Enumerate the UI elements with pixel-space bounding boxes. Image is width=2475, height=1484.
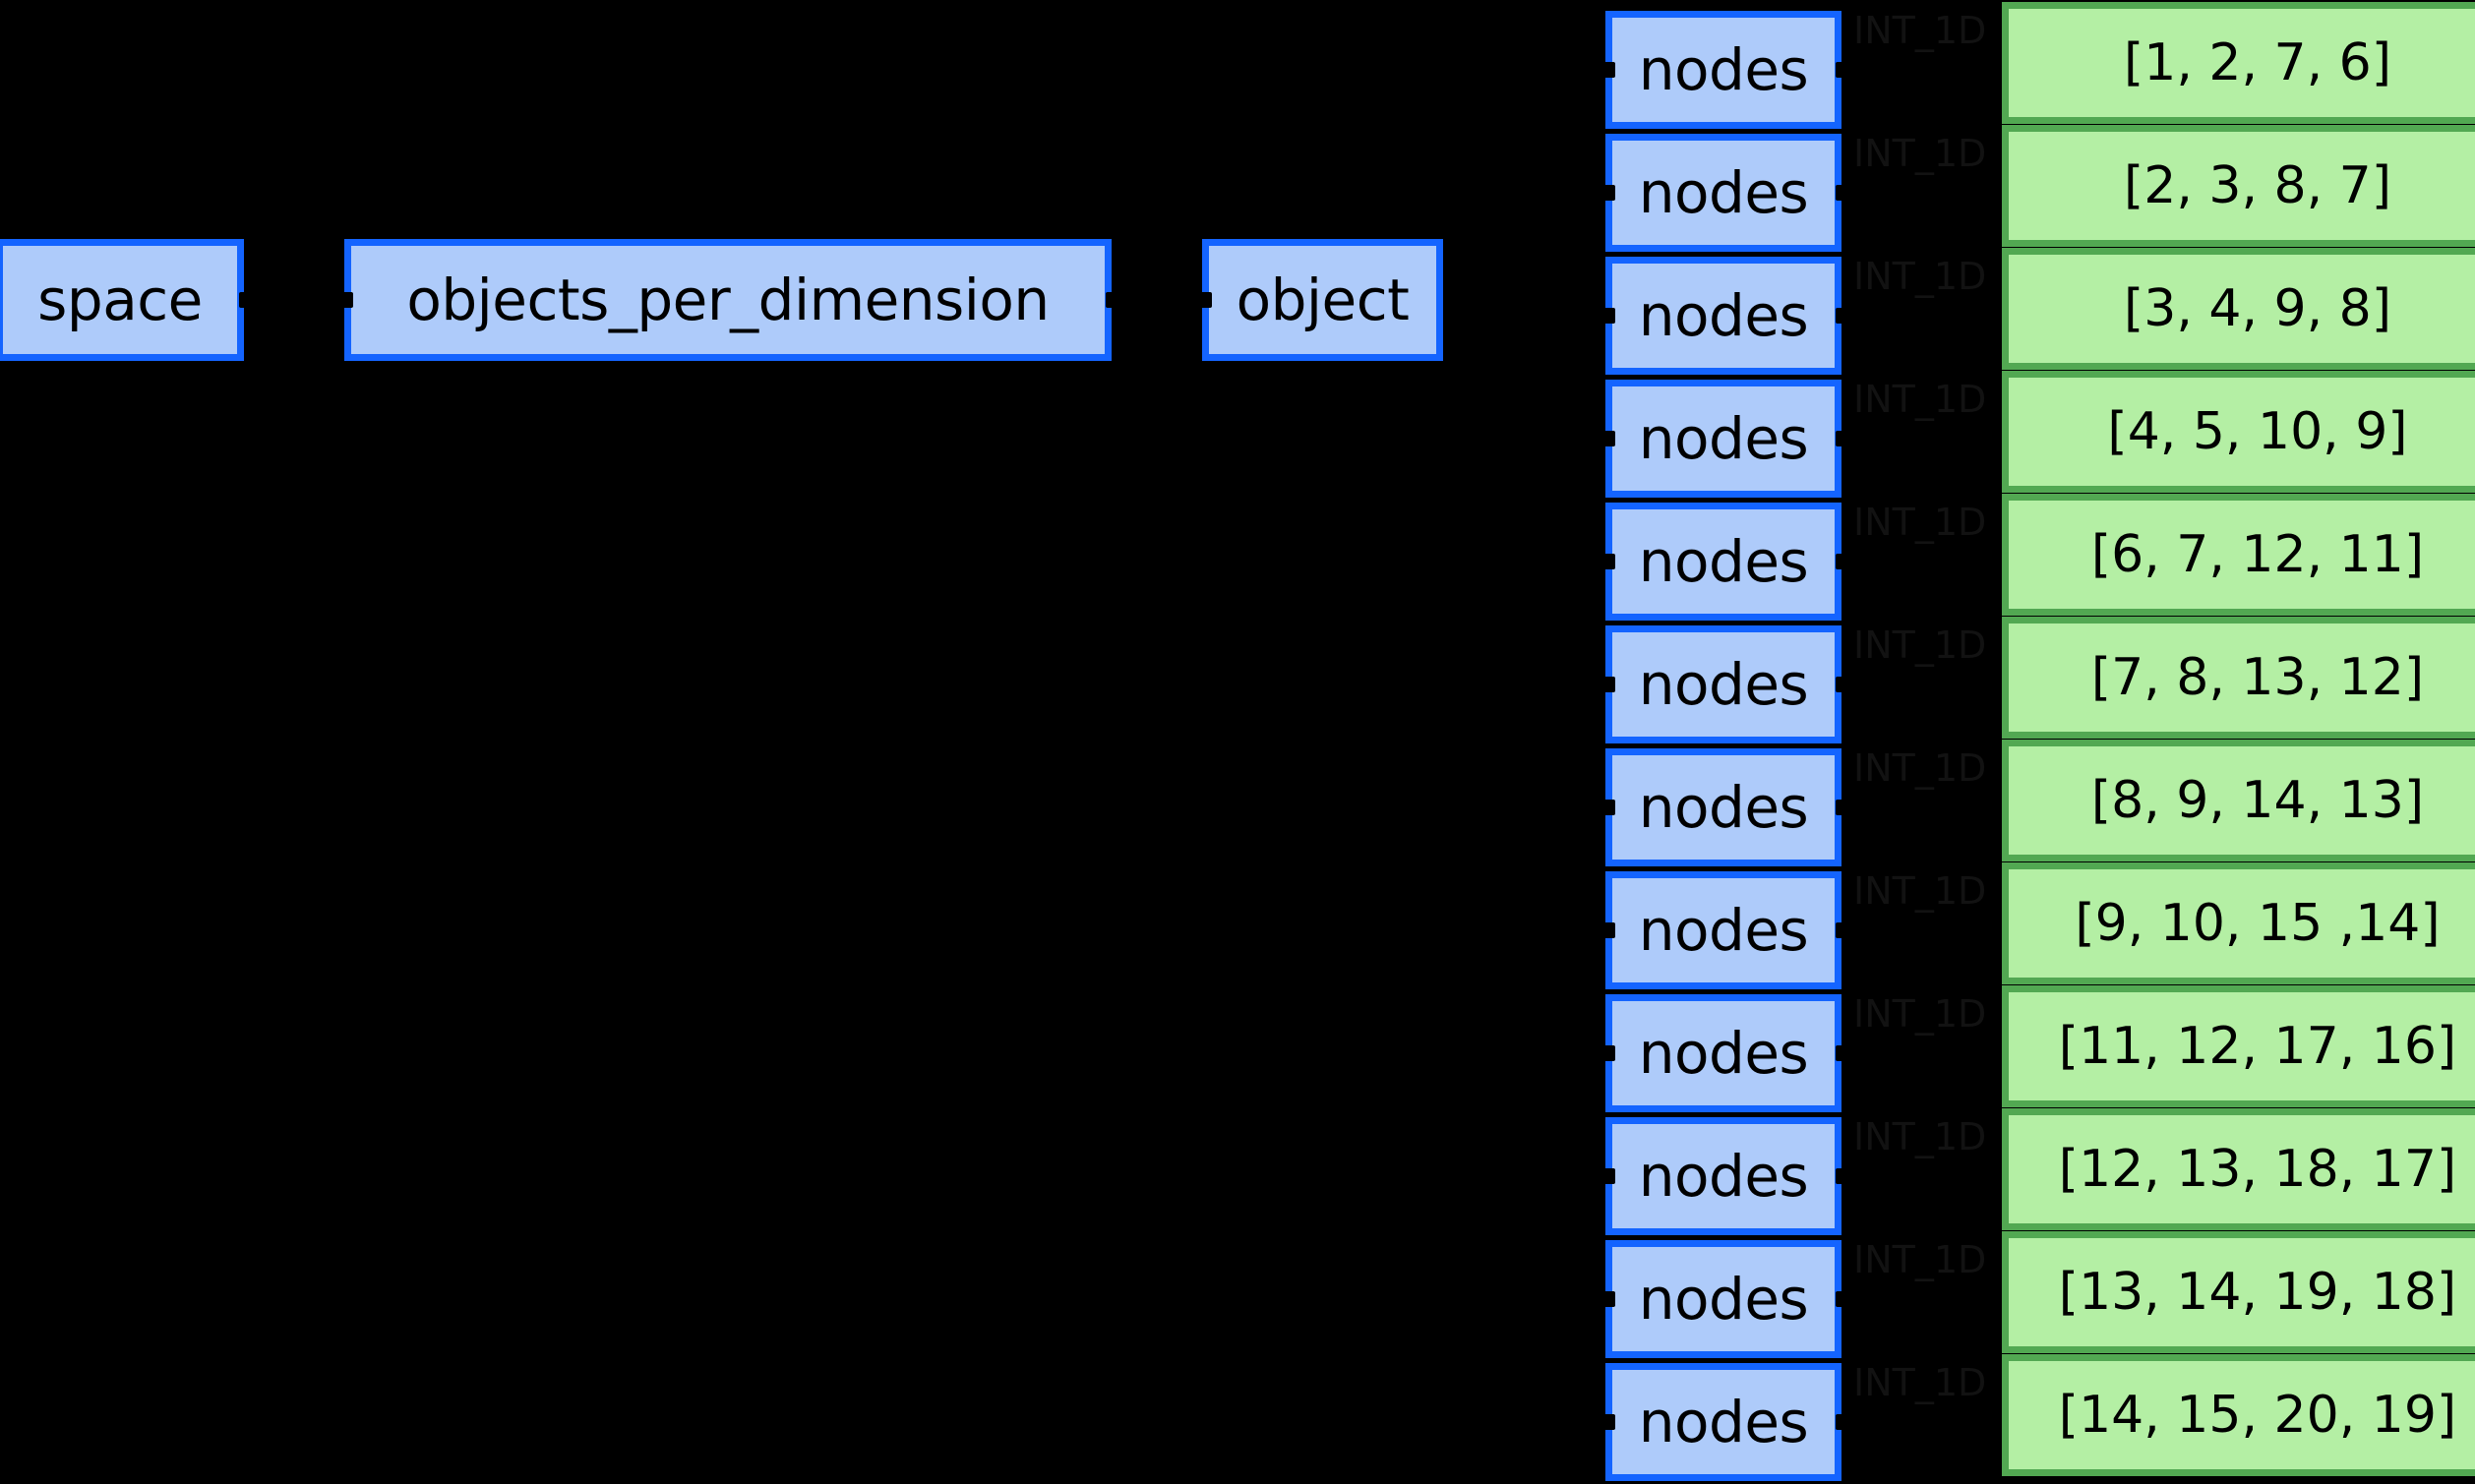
graph-node-space[interactable]: space [0,239,244,361]
graph-value-box[interactable]: [2, 3, 8, 7] [2002,125,2475,247]
edge-label-int-1d: INT_1D [1853,869,1987,913]
graph-node-objects-per-dimension-label: objects_per_dimension [406,267,1050,333]
edge-stub-nodes-left [1600,62,1615,78]
edge-label-int-1d: INT_1D [1853,9,1987,52]
graph-node-nodes-label: nodes [1638,405,1809,472]
edge-stub-nodes-left [1600,1291,1615,1307]
graph-node-nodes-label: nodes [1638,1389,1809,1455]
graph-node-object[interactable]: object [1202,239,1443,361]
edge-stub-opd-left [337,292,353,308]
graph-value-box[interactable]: [13, 14, 19, 18] [2002,1231,2475,1353]
edge-stub-nodes-right [1836,431,1851,446]
graph-value-label: [6, 7, 12, 11] [2090,525,2425,584]
graph-node-nodes-label: nodes [1638,651,1809,718]
graph-value-label: [13, 14, 19, 18] [2058,1263,2457,1322]
edge-stub-nodes-left [1600,677,1615,692]
graph-value-label: [12, 13, 18, 17] [2058,1140,2457,1199]
graph-node-nodes-label: nodes [1638,159,1809,226]
graph-value-box[interactable]: [12, 13, 18, 17] [2002,1108,2475,1230]
graph-value-box[interactable]: [6, 7, 12, 11] [2002,494,2475,616]
edge-label-int-1d: INT_1D [1853,1115,1987,1158]
edge-stub-space-right [239,292,255,308]
graph-node-nodes-label: nodes [1638,1143,1809,1210]
graph-node-nodes[interactable]: nodes [1605,994,1841,1112]
graph-node-nodes[interactable]: nodes [1605,11,1841,129]
edge-stub-opd-right [1106,292,1121,308]
edge-label-int-1d: INT_1D [1853,378,1987,421]
graph-value-label: [4, 5, 10, 9] [2107,402,2408,461]
graph-node-nodes-label: nodes [1638,282,1809,349]
graph-value-label: [8, 9, 14, 13] [2090,771,2425,830]
edge-stub-nodes-left [1600,922,1615,938]
graph-node-nodes-label: nodes [1638,36,1809,103]
graph-node-nodes[interactable]: nodes [1605,871,1841,989]
graph-value-label: [3, 4, 9, 8] [2123,279,2392,338]
edge-stub-nodes-left [1600,800,1615,815]
graph-value-box[interactable]: [1, 2, 7, 6] [2002,2,2475,124]
graph-value-box[interactable]: [4, 5, 10, 9] [2002,371,2475,493]
edge-stub-nodes-left [1600,1168,1615,1184]
edge-stub-nodes-left [1600,1414,1615,1430]
edge-stub-nodes-left [1600,554,1615,569]
graph-node-nodes[interactable]: nodes [1605,134,1841,252]
edge-label-int-1d: INT_1D [1853,746,1987,790]
graph-value-label: [1, 2, 7, 6] [2123,33,2392,92]
graph-node-nodes[interactable]: nodes [1605,625,1841,743]
edge-stub-nodes-right [1836,554,1851,569]
edge-stub-nodes-right [1836,677,1851,692]
graph-node-nodes[interactable]: nodes [1605,1240,1841,1358]
graph-value-box[interactable]: [11, 12, 17, 16] [2002,985,2475,1107]
graph-node-object-label: object [1236,267,1410,333]
graph-node-objects-per-dimension[interactable]: objects_per_dimension [344,239,1112,361]
graph-node-nodes[interactable]: nodes [1605,380,1841,498]
graph-node-nodes-label: nodes [1638,1020,1809,1087]
edge-stub-nodes-left [1600,185,1615,201]
graph-value-label: [14, 15, 20, 19] [2058,1386,2457,1445]
graph-node-space-label: space [37,267,203,333]
edge-label-int-1d: INT_1D [1853,623,1987,667]
edge-stub-nodes-right [1836,185,1851,201]
edge-stub-nodes-right [1836,1414,1851,1430]
edge-label-int-1d: INT_1D [1853,501,1987,544]
graph-value-label: [9, 10, 15 ,14] [2075,894,2441,953]
graph-value-box[interactable]: [8, 9, 14, 13] [2002,740,2475,861]
graph-value-label: [7, 8, 13, 12] [2090,648,2425,707]
graph-node-nodes[interactable]: nodes [1605,1363,1841,1481]
edge-stub-nodes-right [1836,1168,1851,1184]
edge-stub-nodes-right [1836,922,1851,938]
edge-label-int-1d: INT_1D [1853,132,1987,175]
graph-node-nodes[interactable]: nodes [1605,257,1841,375]
edge-stub-nodes-right [1836,1291,1851,1307]
graph-value-box[interactable]: [9, 10, 15 ,14] [2002,862,2475,984]
edge-stub-object-left [1196,292,1212,308]
graph-node-nodes-label: nodes [1638,897,1809,964]
graph-node-nodes[interactable]: nodes [1605,748,1841,866]
graph-value-label: [2, 3, 8, 7] [2123,156,2392,215]
graph-node-nodes-label: nodes [1638,774,1809,841]
edge-label-int-1d: INT_1D [1853,1361,1987,1404]
edge-stub-nodes-right [1836,1045,1851,1061]
edge-stub-nodes-right [1836,62,1851,78]
edge-stub-nodes-left [1600,1045,1615,1061]
edge-stub-nodes-right [1836,800,1851,815]
edge-label-int-1d: INT_1D [1853,1238,1987,1281]
graph-node-nodes[interactable]: nodes [1605,1117,1841,1235]
graph-value-box[interactable]: [3, 4, 9, 8] [2002,248,2475,370]
graph-node-nodes-label: nodes [1638,528,1809,595]
edge-stub-nodes-left [1600,431,1615,446]
graph-value-box[interactable]: [7, 8, 13, 12] [2002,617,2475,739]
edge-label-int-1d: INT_1D [1853,255,1987,298]
edge-stub-nodes-left [1600,308,1615,324]
graph-value-label: [11, 12, 17, 16] [2058,1017,2457,1076]
edge-stub-nodes-right [1836,308,1851,324]
edge-label-int-1d: INT_1D [1853,992,1987,1036]
graph-value-box[interactable]: [14, 15, 20, 19] [2002,1354,2475,1476]
graph-node-nodes[interactable]: nodes [1605,503,1841,621]
graph-node-nodes-label: nodes [1638,1266,1809,1333]
